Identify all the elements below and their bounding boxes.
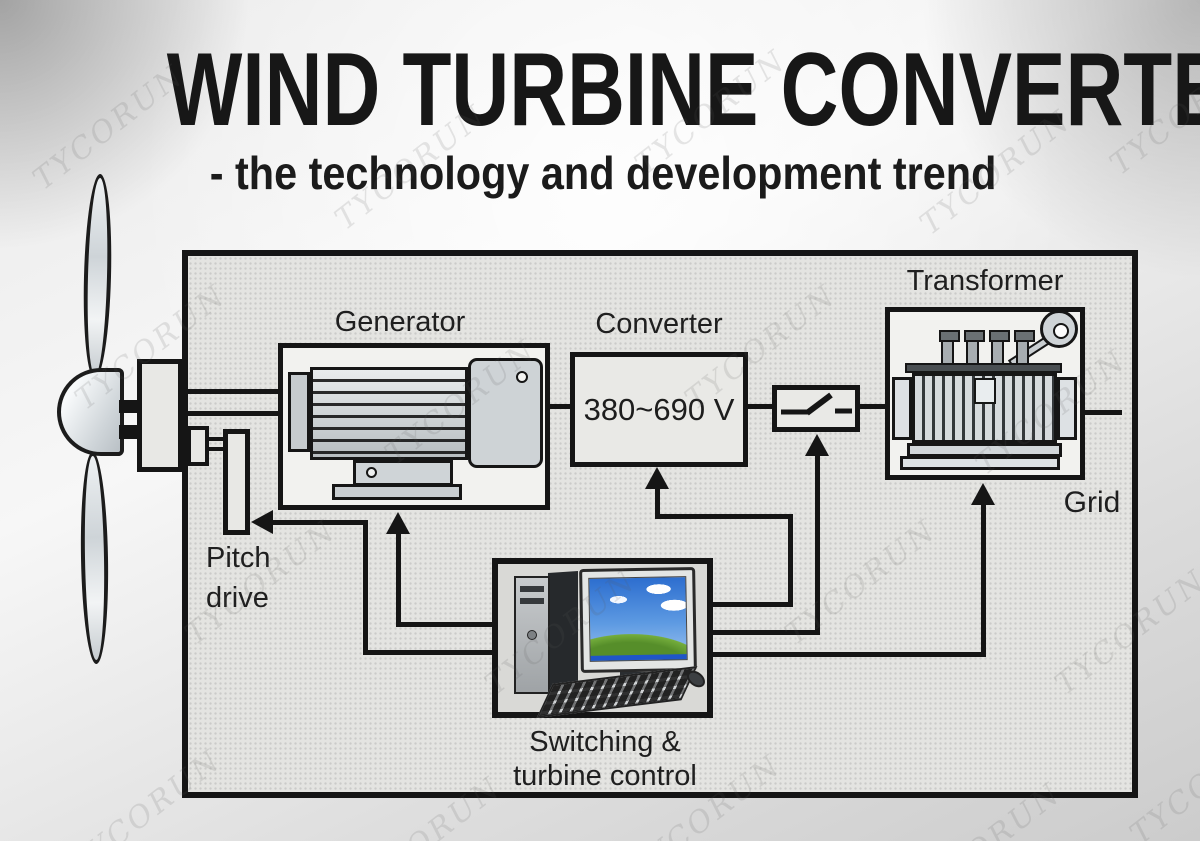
turbine-blade-upper (81, 173, 114, 380)
control-computer-box (492, 558, 713, 718)
hub-connector (119, 425, 139, 439)
transformer-side-panel (1057, 377, 1077, 440)
converter-voltage: 380~690 V (583, 391, 735, 427)
turbine-nose-cone (57, 368, 124, 456)
control-wire-transformer (981, 501, 986, 657)
control-wire-pitch (363, 650, 492, 655)
hub-connector (119, 400, 139, 413)
control-wire-converter (713, 602, 793, 607)
switch-symbol (781, 392, 852, 416)
computer-tower-front (514, 576, 550, 694)
turbine-hub-box (137, 359, 183, 472)
transformer-side-panel (892, 377, 912, 440)
control-wire-generator (398, 622, 492, 627)
computer-tower-side (548, 570, 578, 696)
shaft-bearing (187, 426, 209, 466)
control-label-line1: Switching & (529, 726, 681, 758)
title-block: WIND TURBINE CONVERTER (0, 32, 1200, 148)
grid-label: Grid (1063, 486, 1121, 519)
control-label-line2: turbine control (513, 760, 697, 792)
generator-box (278, 343, 550, 510)
turbine-blade-lower (79, 451, 110, 665)
converter-box: 380~690 V (570, 352, 748, 467)
transformer-label: Transformer (906, 265, 1064, 297)
transformer-box (885, 307, 1085, 480)
monitor-screen (588, 576, 688, 662)
transformer-bushing (1014, 330, 1035, 365)
wire-switch-transformer (860, 404, 885, 409)
control-wire-generator (396, 531, 401, 627)
page-title: WIND TURBINE CONVERTER (166, 32, 1200, 148)
generator-base (332, 484, 462, 500)
computer-monitor (579, 566, 697, 674)
generator-eye-bolt (516, 371, 528, 383)
transformer-bushing (939, 330, 960, 365)
transformer-lid (905, 363, 1062, 373)
arrow-to-pitch-drive (251, 510, 273, 534)
arrow-to-transformer (971, 483, 995, 505)
generator-front-plate (288, 372, 310, 452)
control-wire-converter (655, 487, 660, 519)
converter-label: Converter (595, 308, 723, 340)
power-button (527, 630, 537, 640)
drive-bay-slot (520, 598, 544, 604)
transformer-base (900, 456, 1060, 470)
transformer-tap-box (974, 378, 996, 404)
transformer-base (907, 443, 1062, 457)
control-wire-switch (713, 630, 820, 635)
drive-bay-slot (520, 586, 544, 592)
wire-generator-converter (550, 404, 570, 409)
control-wire-switch (815, 452, 820, 635)
wire-transformer-grid (1085, 410, 1122, 415)
control-wire-converter (657, 514, 793, 519)
arrow-to-converter (645, 467, 669, 489)
pitch-drive-label-line2: drive (206, 582, 269, 614)
generator-label: Generator (334, 306, 466, 338)
page-subtitle: - the technology and development trend (209, 147, 997, 199)
wire-converter-switch (748, 404, 772, 409)
transformer-bushing (964, 330, 985, 365)
control-wire-pitch (363, 520, 368, 655)
main-shaft (188, 389, 279, 416)
generator-body (310, 367, 468, 460)
subtitle-block: - the technology and development trend (0, 146, 1200, 200)
pitch-drive-label-line1: Pitch (206, 542, 271, 574)
switch-box (772, 385, 860, 432)
pitch-shaft (208, 437, 224, 451)
transformer-bushing (989, 330, 1010, 365)
control-wire-transformer (713, 652, 986, 657)
generator-pedestal-bolt (366, 467, 377, 478)
arrow-to-generator (386, 512, 410, 534)
arrow-to-switch (805, 434, 829, 456)
pitch-drive-box (223, 429, 250, 535)
transformer-conservator (1040, 310, 1078, 348)
control-wire-pitch (270, 520, 368, 525)
control-wire-converter (788, 514, 793, 607)
generator-end-cap (468, 358, 543, 468)
